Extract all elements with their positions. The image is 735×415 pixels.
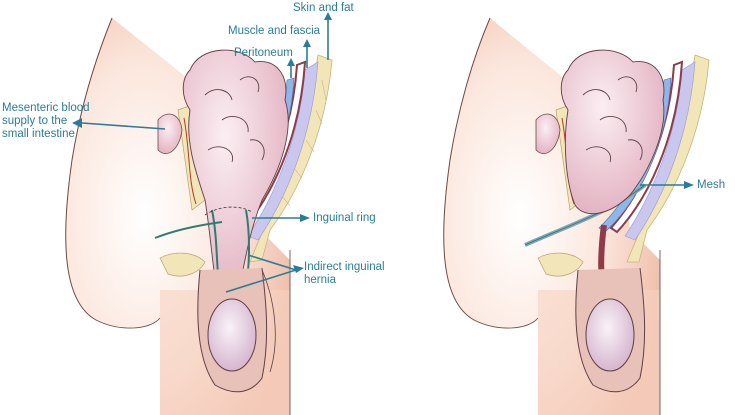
left-annotation-arrows (72, 12, 332, 293)
left-panel-hernia (65, 17, 333, 415)
label-muscle-and-fascia: Muscle and fascia (228, 25, 321, 37)
label-inguinal-ring: Inguinal ring (313, 212, 376, 224)
label-peritoneum: Peritoneum (234, 47, 293, 59)
right-panel-repair (443, 17, 710, 415)
label-skin-and-fat: Skin and fat (293, 2, 354, 14)
muscle-fascia-layer (247, 61, 319, 241)
testis (207, 298, 257, 372)
label-indirect-inguinal-hernia: Indirect inguinal hernia (304, 261, 385, 286)
label-mesh: Mesh (697, 179, 726, 191)
label-mesenteric-blood-supply: Mesenteric blood supply to the small int… (2, 102, 90, 140)
mesh-arrow (640, 181, 694, 189)
